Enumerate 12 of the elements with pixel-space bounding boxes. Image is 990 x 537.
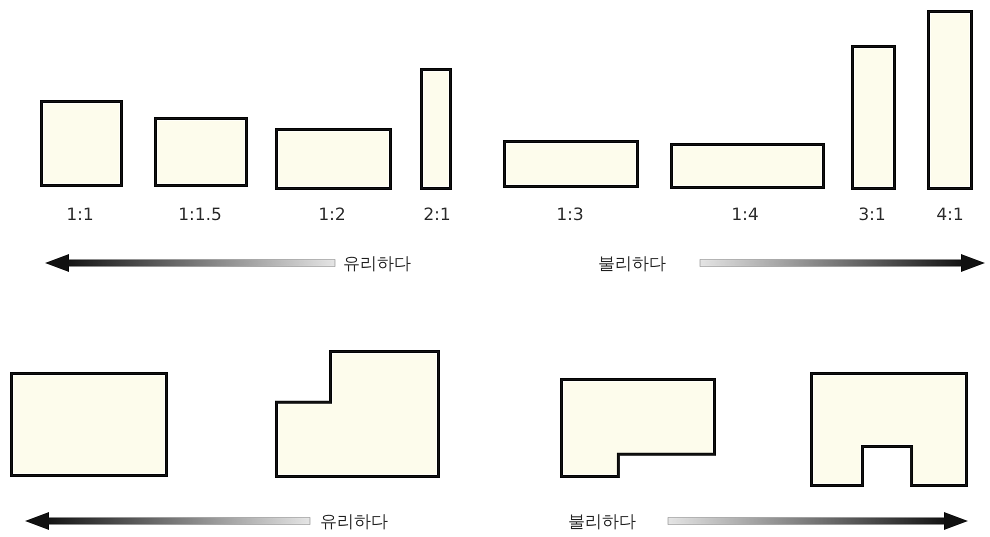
ratio-label: 2:1 xyxy=(423,205,451,225)
ratio-label: 1:1.5 xyxy=(178,205,222,225)
note-label: 불리하다 xyxy=(598,253,666,275)
ratio-label: 1:4 xyxy=(731,205,759,225)
note-label: 유리하다 xyxy=(343,253,411,275)
ratio-label: 1:1 xyxy=(66,205,94,225)
ratio-label: 4:1 xyxy=(936,205,964,225)
ratio-label: 1:3 xyxy=(556,205,584,225)
note-label: 불리하다 xyxy=(568,511,636,533)
note-label: 유리하다 xyxy=(320,511,388,533)
ratio-label: 1:2 xyxy=(318,205,346,225)
ratio-label: 3:1 xyxy=(858,205,886,225)
